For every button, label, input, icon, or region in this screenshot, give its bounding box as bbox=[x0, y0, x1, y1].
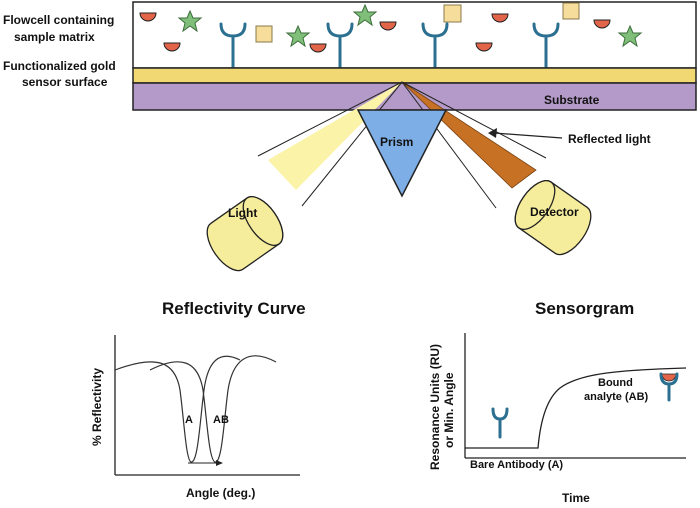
antibody bbox=[421, 22, 449, 70]
beam-edge bbox=[257, 81, 403, 157]
beam-edge bbox=[401, 81, 547, 159]
star-shape bbox=[617, 24, 643, 48]
bare-antibody-icon bbox=[491, 407, 509, 439]
detector-label: Detector bbox=[530, 205, 579, 219]
analyte-semicircle bbox=[379, 21, 397, 31]
detector bbox=[514, 180, 592, 256]
flowcell-box bbox=[132, 1, 697, 69]
prism bbox=[356, 109, 448, 198]
sensorgram-title: Sensorgram bbox=[535, 299, 634, 318]
bare-antibody-label: Bare Antibody (A) bbox=[470, 459, 563, 471]
star-shape bbox=[285, 24, 311, 48]
bound-analyte-label: Bound analyte (AB) bbox=[584, 377, 649, 403]
substrate-layer bbox=[132, 82, 697, 111]
antibody bbox=[219, 22, 247, 70]
reflectivity-y-label: % Reflectivity bbox=[90, 368, 104, 446]
reflectivity-x-label: Angle (deg.) bbox=[186, 486, 255, 500]
arrowhead bbox=[488, 128, 497, 138]
square-shape bbox=[443, 4, 462, 23]
gold-label: Functionalized gold sensor surface bbox=[3, 59, 119, 89]
light-source bbox=[206, 196, 284, 272]
analyte-semicircle bbox=[475, 42, 493, 52]
analyte-semicircle bbox=[139, 12, 157, 22]
star-molecules bbox=[177, 3, 643, 48]
analyte-semicircle bbox=[163, 42, 181, 52]
reflected-light-beam bbox=[401, 81, 537, 189]
flowcell-label: Flowcell containing sample matrix bbox=[3, 13, 118, 44]
antibody bbox=[326, 22, 354, 70]
curve-a bbox=[114, 355, 241, 463]
gold-layer bbox=[132, 67, 697, 84]
bound-analyte-icon bbox=[659, 372, 679, 402]
curve-ab-label: AB bbox=[213, 414, 229, 426]
sensorgram-y-label: Resonance Units (RU) or Min. Angle bbox=[428, 341, 456, 470]
light-cylinder-rim bbox=[242, 196, 284, 246]
reflectivity-title: Reflectivity Curve bbox=[162, 299, 306, 318]
square-molecules bbox=[255, 2, 580, 43]
incident-light-beam bbox=[268, 82, 402, 190]
substrate-label: Substrate bbox=[544, 93, 600, 107]
analyte-semicircle bbox=[593, 19, 611, 29]
reflected-light-arrow bbox=[493, 132, 563, 139]
arrowhead bbox=[216, 460, 223, 466]
prism-label: Prism bbox=[380, 135, 413, 149]
curve-a-label: A bbox=[185, 414, 193, 426]
antibody bbox=[532, 22, 560, 70]
beam-edge bbox=[301, 81, 403, 207]
curve-ab bbox=[149, 355, 277, 463]
star-shape bbox=[177, 9, 203, 33]
square-shape bbox=[562, 2, 580, 20]
reflected-light-label: Reflected light bbox=[568, 132, 651, 146]
square-shape bbox=[255, 25, 273, 43]
beam-edge bbox=[401, 81, 497, 209]
star-shape bbox=[352, 3, 378, 27]
light-label: Light bbox=[228, 206, 257, 220]
analyte-molecules bbox=[139, 12, 611, 53]
surface-antibodies bbox=[219, 22, 560, 70]
analyte-semicircle bbox=[309, 43, 327, 53]
analyte-semicircle bbox=[491, 13, 509, 23]
flowcell bbox=[132, 1, 697, 69]
sensorgram-x-label: Time bbox=[562, 491, 590, 505]
detector-cylinder-rim bbox=[514, 180, 556, 230]
sensorgram-trace bbox=[465, 367, 687, 449]
